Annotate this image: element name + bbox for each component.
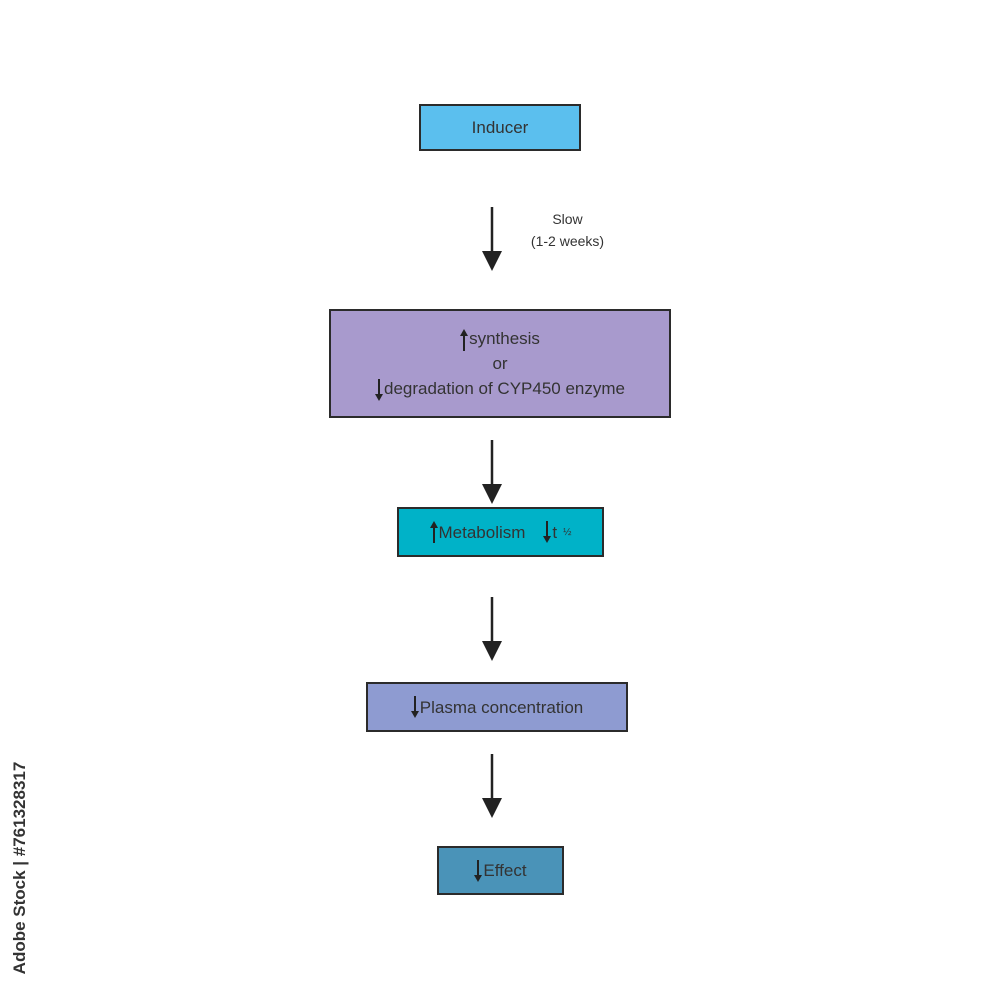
inducer-label: Inducer	[471, 118, 529, 137]
plasma-label: Plasma concentration	[419, 697, 584, 717]
edge-label-line1: Slow	[552, 211, 583, 227]
enzyme-line1: synthesis	[469, 329, 540, 348]
node-inducer: Inducer	[419, 104, 581, 151]
node-enzyme: synthesis or degradation of CYP450 enzym…	[329, 309, 671, 418]
half-life-subscript: ½	[563, 526, 572, 538]
enzyme-line2: or	[492, 354, 508, 373]
node-effect: Effect	[437, 846, 564, 895]
flow-arrow-3	[480, 597, 504, 661]
edge-label-line2: (1-2 weeks)	[530, 233, 605, 249]
node-metabolism: Metabolism t ½	[397, 507, 604, 557]
half-life-label: t	[552, 522, 558, 542]
arrow-up-icon	[460, 329, 468, 351]
flow-arrow-4	[480, 754, 504, 818]
metabolism-label: Metabolism	[438, 522, 526, 542]
arrow-down-icon	[375, 379, 383, 401]
watermark: Adobe Stock | #761328317	[10, 761, 29, 975]
arrow-down-icon	[474, 860, 482, 882]
edge-label-slow: Slow (1-2 weeks)	[520, 208, 615, 252]
effect-label: Effect	[483, 861, 527, 880]
arrow-down-icon	[411, 696, 419, 718]
flow-arrow-2	[480, 440, 504, 504]
arrow-down-icon	[543, 521, 551, 543]
node-plasma: Plasma concentration	[366, 682, 628, 732]
arrow-up-icon	[430, 521, 438, 543]
enzyme-line3: degradation of CYP450 enzyme	[384, 379, 625, 398]
flow-arrow-1	[480, 207, 504, 271]
